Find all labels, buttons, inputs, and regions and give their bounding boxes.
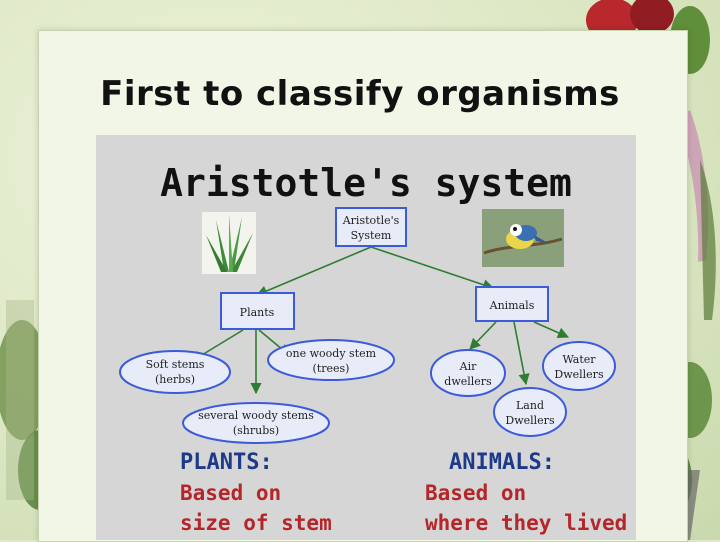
animals-caption-line2: where they lived (425, 511, 628, 535)
animals-caption-heading: ANIMALS: (449, 450, 555, 475)
svg-text:Animals: Animals (489, 299, 535, 312)
svg-text:System: System (351, 229, 392, 242)
svg-text:Land: Land (516, 399, 544, 412)
arrow-root-to-plants (255, 246, 372, 297)
slide-title: First to classify organisms (100, 74, 620, 114)
animals-caption: ANIMALS: Based on where they lived (425, 448, 627, 538)
svg-text:Dwellers: Dwellers (554, 368, 604, 381)
node-water-dwellers: Water Dwellers (542, 341, 616, 391)
svg-text:dwellers: dwellers (444, 375, 492, 388)
svg-text:Soft stems: Soft stems (146, 358, 205, 371)
node-several-woody-stems: several woody stems (shrubs) (182, 402, 330, 444)
node-aristotles-system: Aristotle's System (335, 207, 407, 247)
plants-caption-heading: PLANTS: (180, 450, 273, 475)
svg-text:several woody stems: several woody stems (198, 409, 314, 422)
svg-text:Water: Water (562, 353, 596, 366)
svg-text:(herbs): (herbs) (155, 373, 195, 386)
node-one-woody-stem: one woody stem (trees) (267, 339, 395, 381)
node-animals: Animals (475, 286, 549, 322)
plants-caption-line1: Based on (180, 481, 282, 505)
svg-text:Dwellers: Dwellers (505, 414, 555, 427)
animals-caption-line1: Based on (425, 481, 527, 505)
blue-tit-bird-image (482, 209, 564, 267)
svg-text:Plants: Plants (240, 306, 275, 319)
classification-diagram: Aristotle's System Plants Animals Soft s… (119, 207, 616, 444)
node-land-dwellers: Land Dwellers (493, 387, 567, 437)
arrow-animals-to-water (533, 321, 570, 339)
arrow-animals-to-air (469, 321, 497, 350)
node-plants: Plants (220, 292, 295, 330)
svg-text:one woody stem: one woody stem (286, 347, 377, 360)
plants-caption-line2: size of stem (180, 511, 332, 535)
arrow-animals-to-land (513, 321, 530, 386)
aloe-plant-image (202, 212, 256, 274)
panel-title: Aristotle's system (160, 161, 572, 205)
svg-text:(trees): (trees) (313, 362, 350, 375)
plants-caption: PLANTS: Based on size of stem (180, 448, 332, 538)
svg-text:Aristotle's: Aristotle's (342, 214, 400, 227)
svg-text:Air: Air (459, 360, 477, 373)
arrow-root-to-animals (370, 246, 495, 291)
diagram-panel: Aristotle's system (96, 135, 636, 540)
node-air-dwellers: Air dwellers (430, 349, 506, 397)
svg-text:(shrubs): (shrubs) (233, 424, 279, 437)
node-soft-stems: Soft stems (herbs) (119, 350, 231, 394)
